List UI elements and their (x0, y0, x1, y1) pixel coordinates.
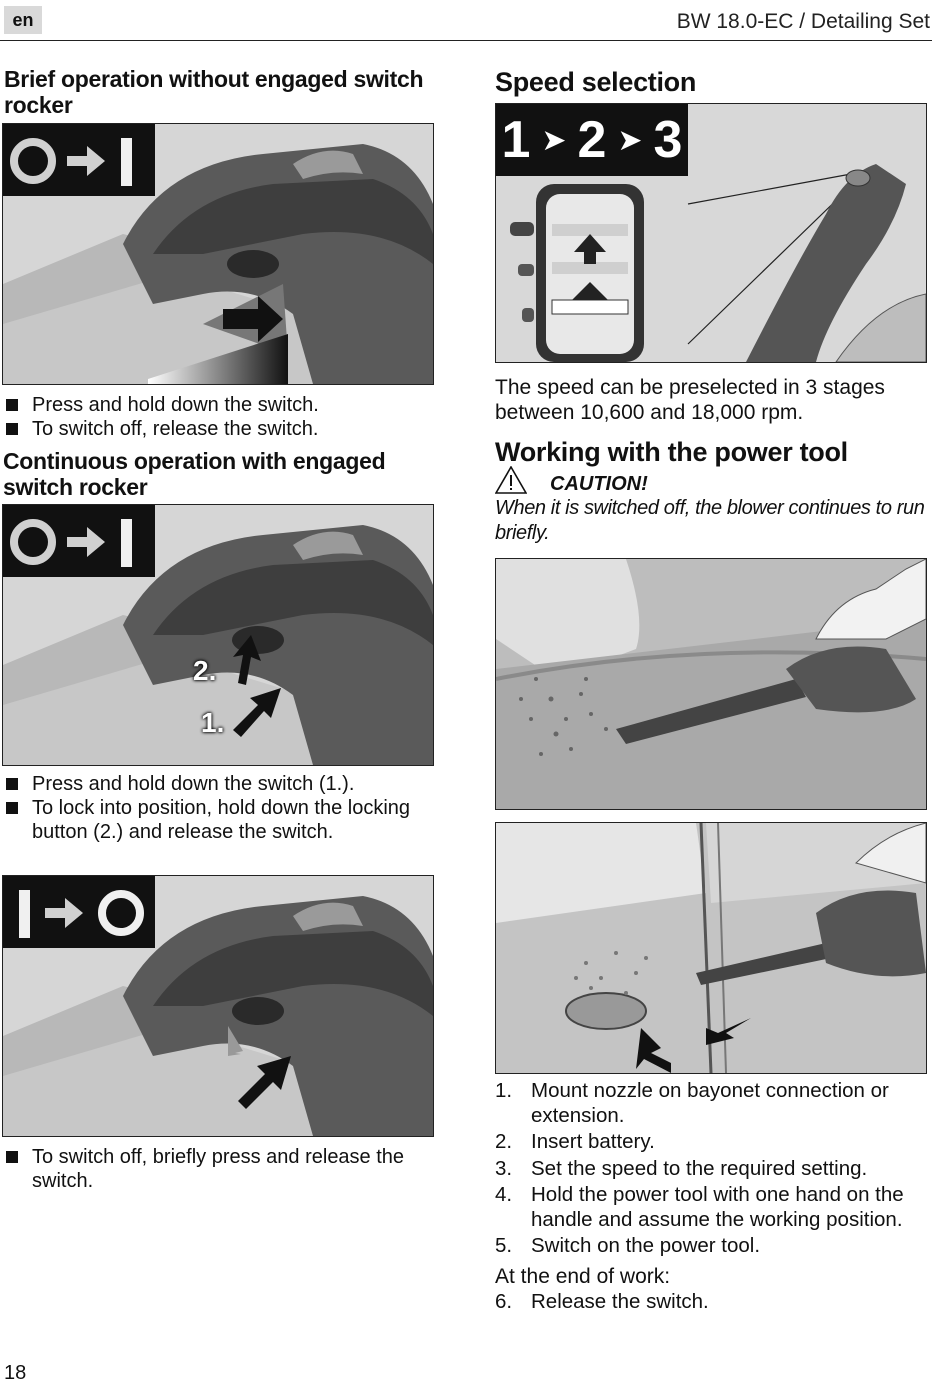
section-heading-brief-operation: Brief operation without engaged switch r… (4, 66, 424, 118)
arrow-right-icon: ➤ (541, 123, 567, 157)
document-title: BW 18.0-EC / Detailing Set (676, 10, 930, 33)
list-item: To lock into position, hold down the loc… (2, 796, 442, 844)
speed-stage-2: 2 (577, 111, 607, 169)
header-divider (0, 40, 932, 41)
figure-speed-selector: 1 ➤ 2 ➤ 3 (495, 103, 927, 363)
on-off-indicator (3, 124, 155, 196)
list-item: 1.Mount nozzle on bayonet connection or … (495, 1079, 889, 1127)
on-off-indicator (3, 505, 155, 577)
speed-stage-indicator: 1 ➤ 2 ➤ 3 (496, 104, 688, 176)
section-heading-speed-selection: Speed selection (495, 67, 697, 97)
speed-stage-1: 1 (501, 111, 531, 169)
warning-triangle-icon (494, 465, 528, 494)
figure-label-step-1: 1. (201, 707, 225, 738)
bullet-list-switch-off: To switch off, briefly press and release… (2, 1145, 442, 1193)
list-item: 3.Set the speed to the required setting. (495, 1156, 868, 1180)
off-on-indicator (3, 876, 155, 948)
list-item: 6.Release the switch. (495, 1290, 709, 1313)
figure-switch-brief (2, 123, 434, 385)
section-heading-working: Working with the power tool (495, 437, 848, 467)
end-of-work-list: 6.Release the switch. (495, 1290, 935, 1317)
bullet-list-continuous-operation: Press and hold down the switch (1.). To … (2, 772, 442, 844)
speed-stage-3: 3 (653, 111, 683, 169)
figure-blowing-car-roof (495, 558, 927, 810)
list-item: To switch off, release the switch. (2, 417, 452, 441)
off-icon (98, 890, 144, 936)
on-icon (121, 519, 132, 567)
end-of-work-label: At the end of work: (495, 1265, 671, 1288)
off-icon (10, 519, 56, 565)
figure-switch-off (2, 875, 434, 1137)
caution-label: CAUTION! (550, 473, 648, 495)
figure-blowing-door-handle (495, 822, 927, 1074)
language-tag: en (4, 6, 42, 34)
working-steps-list: 1.Mount nozzle on bayonet connection or … (495, 1079, 935, 1261)
figure-label-step-2: 2. (193, 655, 217, 686)
caution-text: When it is switched off, the blower cont… (495, 497, 925, 544)
arrow-right-icon (67, 527, 105, 557)
arrow-right-icon (45, 898, 83, 928)
figure-switch-continuous: 2. 1. (2, 504, 434, 766)
on-icon (19, 890, 30, 938)
section-heading-continuous-operation: Continuous operation with engaged switch… (3, 448, 386, 500)
arrow-right-icon: ➤ (617, 123, 643, 157)
list-item: 4.Hold the power tool with one hand on t… (495, 1183, 904, 1231)
bullet-list-brief-operation: Press and hold down the switch. To switc… (2, 393, 452, 441)
list-item: 5.Switch on the power tool. (495, 1234, 761, 1257)
list-item: Press and hold down the switch (1.). (2, 772, 442, 796)
off-icon (10, 138, 56, 184)
page-number: 18 (4, 1362, 27, 1384)
list-item: 2.Insert battery. (495, 1130, 655, 1153)
arrow-right-icon (67, 146, 105, 176)
list-item: To switch off, briefly press and release… (2, 1145, 442, 1193)
list-item: Press and hold down the switch. (2, 393, 452, 417)
speed-description: The speed can be preselected in 3 stages… (495, 376, 885, 424)
on-icon (121, 138, 132, 186)
